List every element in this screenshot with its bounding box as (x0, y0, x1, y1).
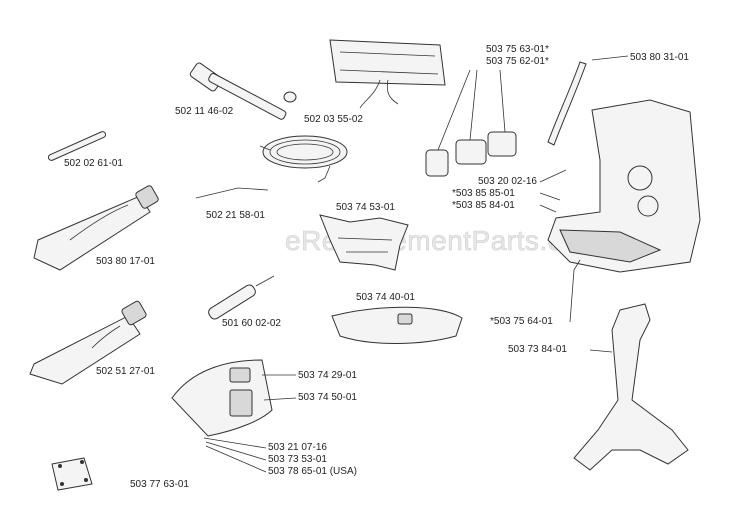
label-503-85-84-01: *503 85 84-01 (452, 200, 515, 211)
label-503-73-53-01: 503 73 53-01 (268, 454, 327, 465)
combination-wrench-part[interactable] (189, 62, 297, 120)
pin-part[interactable] (47, 131, 107, 162)
label-502-03-55-02: 502 03 55-02 (304, 114, 363, 125)
label-503-74-29-01: 503 74 29-01 (298, 370, 357, 381)
label-503-75-62-01: 503 75 62-01* (486, 56, 549, 67)
label-503-21-07-16: 503 21 07-16 (268, 442, 327, 453)
hook-strap-part[interactable] (547, 55, 629, 146)
label-503-78-65-01: 503 78 65-01 (USA) (268, 466, 357, 477)
tool-bag-part[interactable] (329, 39, 446, 109)
label-503-74-50-01: 503 74 50-01 (298, 392, 357, 403)
hex-key-part[interactable] (195, 187, 269, 199)
label-503-80-31-01: 503 80 31-01 (630, 52, 689, 63)
grease-tube-2-part[interactable] (29, 300, 147, 385)
label-503-20-02-16: 503 20 02-16 (478, 176, 537, 187)
cover-cap-part[interactable] (331, 306, 463, 344)
snap-hook-part[interactable] (569, 259, 581, 323)
shield-bracket-part[interactable] (319, 214, 409, 271)
label-503-77-63-01: 503 77 63-01 (130, 479, 189, 490)
label-501-60-02-02: 501 60 02-02 (222, 318, 281, 329)
harness-part[interactable] (539, 99, 701, 273)
label-503-75-64-01: *503 75 64-01 (490, 316, 553, 327)
label-503-74-40-01: 503 74 40-01 (356, 292, 415, 303)
support-frame-part[interactable] (573, 303, 689, 471)
trimmer-guard-part[interactable] (171, 359, 297, 473)
label-503-73-84-01: 503 73 84-01 (508, 344, 567, 355)
label-502-21-58-01: 502 21 58-01 (206, 210, 265, 221)
label-503-80-17-01: 503 80 17-01 (96, 256, 155, 267)
screwdriver-part[interactable] (207, 275, 275, 321)
grease-tube-part[interactable] (33, 185, 159, 271)
label-503-85-85-01: *503 85 85-01 (452, 188, 515, 199)
label-503-74-53-01: 503 74 53-01 (336, 202, 395, 213)
decal-part[interactable] (51, 457, 93, 491)
label-502-51-27-01: 502 51 27-01 (96, 366, 155, 377)
label-502-11-46-02: 502 11 46-02 (175, 106, 234, 117)
label-502-02-61-01: 502 02 61-01 (64, 158, 123, 169)
label-503-75-63-01: 503 75 63-01* (486, 44, 549, 55)
buckle-parts[interactable] (425, 69, 517, 177)
trimmer-line-part[interactable] (259, 135, 348, 183)
